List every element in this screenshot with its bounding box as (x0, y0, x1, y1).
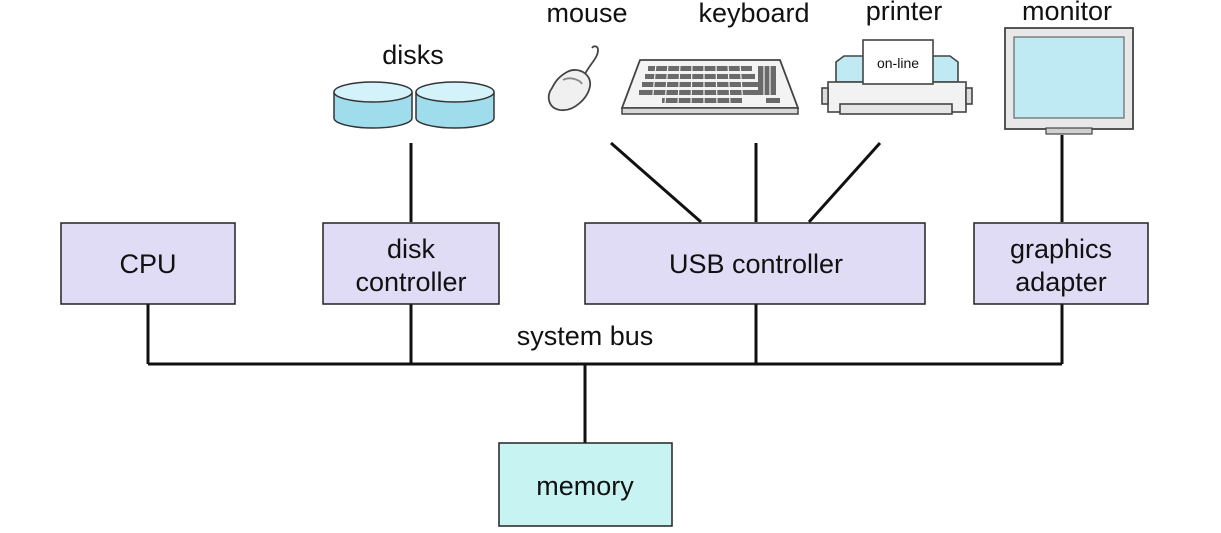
keyboard-label: keyboard (698, 0, 809, 28)
keyboard-icon (620, 59, 800, 115)
graphics-adapter-box: graphics adapter (973, 222, 1149, 305)
cpu-label: CPU (119, 249, 176, 279)
disk-controller-box: disk controller (322, 222, 500, 305)
printer-label: printer (866, 0, 943, 26)
graphics-adapter-label-line2: adapter (1015, 267, 1107, 297)
cpu-box: CPU (60, 222, 236, 305)
monitor-label: monitor (1022, 0, 1112, 26)
mouse-link (610, 141, 702, 224)
disk-icon (333, 81, 495, 129)
disk-controller-label-line1: disk (387, 234, 436, 264)
printer-link (807, 141, 882, 224)
disk-controller-label-line2: controller (355, 267, 466, 297)
printer-status-label: on-line (877, 55, 919, 71)
system-bus-label: system bus (517, 321, 654, 351)
memory-label: memory (536, 471, 634, 501)
monitor-icon (1004, 27, 1134, 135)
graphics-adapter-label-line1: graphics (1010, 234, 1112, 264)
mouse-label: mouse (546, 0, 627, 28)
connections (146, 135, 1064, 443)
mouse-icon (547, 45, 599, 111)
memory-box: memory (498, 442, 673, 527)
usb-controller-label: USB controller (669, 249, 843, 279)
usb-controller-box: USB controller (584, 222, 926, 305)
disks-label: disks (382, 40, 444, 70)
printer-icon: on-line (821, 39, 973, 115)
